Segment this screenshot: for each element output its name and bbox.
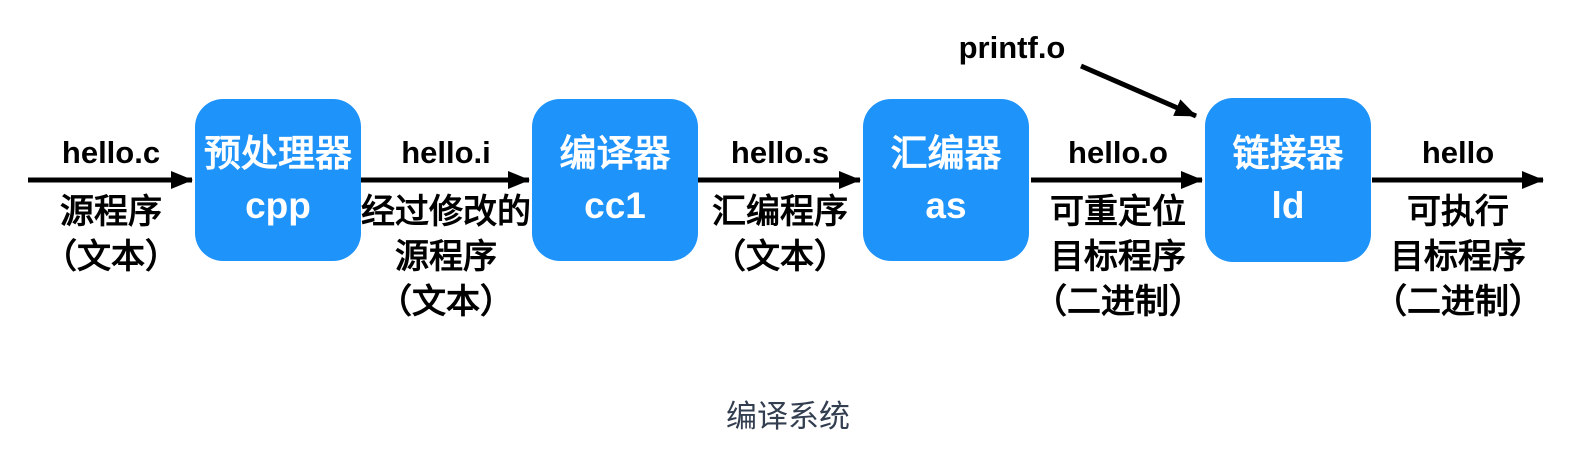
edge-label-hello: hello 可执行 目标程序 （二进制） [1308, 134, 1576, 325]
printf-o-label: printf.o [958, 30, 1066, 65]
box-assembler: 汇编器 as [863, 99, 1029, 261]
box-compiler: 编译器 cc1 [532, 99, 698, 261]
desc-line: 汇编程序 [712, 193, 848, 231]
box-assembler-title: 汇编器 [890, 133, 1002, 174]
box-linker: 链接器 ld [1205, 98, 1371, 262]
desc-line: （文本） [378, 283, 514, 321]
file-label: hello [1421, 135, 1495, 170]
box-preprocessor: 预处理器 cpp [195, 99, 361, 261]
box-linker-title: 链接器 [1232, 133, 1344, 174]
file-description: 可重定位 目标程序 （二进制） [968, 190, 1268, 325]
desc-line: 可重定位 [1050, 193, 1186, 231]
desc-line: （文本） [712, 238, 848, 276]
file-description: 经过修改的 源程序 （文本） [296, 190, 596, 325]
box-compiler-tool: cc1 [584, 185, 646, 226]
desc-line: 经过修改的 [361, 193, 531, 231]
desc-line: 可执行 [1407, 193, 1509, 231]
box-preprocessor-title: 预处理器 [204, 133, 352, 174]
file-description: 可执行 目标程序 （二进制） [1308, 190, 1576, 325]
box-assembler-tool: as [925, 185, 967, 226]
file-label: hello.i [401, 135, 491, 170]
edge-label-hello-s: hello.s 汇编程序 （文本） [630, 134, 930, 280]
desc-line: 目标程序 [1390, 238, 1526, 276]
file-description: 汇编程序 （文本） [630, 190, 930, 280]
desc-line: 源程序 [60, 193, 162, 231]
box-linker-tool: ld [1271, 185, 1305, 226]
desc-line: （二进制） [1033, 283, 1203, 321]
edge-label-hello-o: hello.o 可重定位 目标程序 （二进制） [968, 134, 1268, 325]
edge-label-hello-i: hello.i 经过修改的 源程序 （文本） [296, 134, 596, 325]
file-label: hello.s [730, 135, 830, 170]
arrow-printf-o [1080, 63, 1197, 119]
diagram-caption: 编译系统 [726, 399, 850, 434]
box-preprocessor-tool: cpp [245, 185, 311, 226]
file-label: hello.o [1068, 135, 1168, 170]
file-description: 源程序 （文本） [0, 190, 261, 280]
desc-line: 目标程序 [1050, 238, 1186, 276]
edge-label-hello-c: hello.c 源程序 （文本） [0, 134, 261, 280]
desc-line: 源程序 [395, 238, 497, 276]
desc-line: （二进制） [1373, 283, 1543, 321]
box-compiler-title: 编译器 [559, 133, 671, 174]
file-label: hello.c [61, 135, 161, 170]
desc-line: （文本） [43, 238, 179, 276]
